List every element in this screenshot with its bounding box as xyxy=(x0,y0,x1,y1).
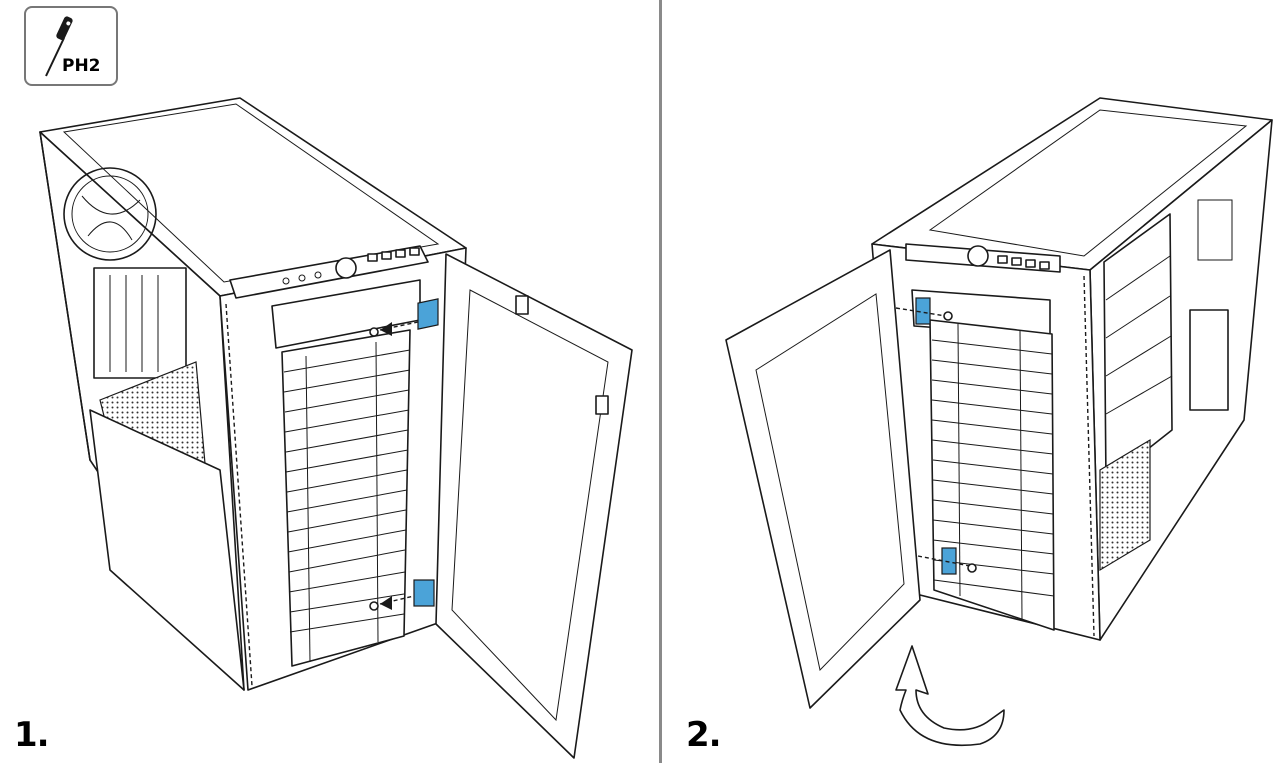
step-1-illustration xyxy=(39,97,633,759)
upper-arrow-icon xyxy=(380,322,392,336)
upper-screw-2 xyxy=(943,311,953,321)
lower-arrow-icon xyxy=(380,596,392,610)
rotate-arrow-icon xyxy=(895,645,1005,747)
tool-label: PH2 xyxy=(62,56,101,76)
lower-hinge-tab xyxy=(413,579,435,607)
upper-hinge-tab-2 xyxy=(915,297,931,325)
louver-lines-2 xyxy=(931,323,1055,621)
lower-hinge-tab-2 xyxy=(941,547,957,575)
front-door xyxy=(435,253,633,759)
power-button xyxy=(335,257,357,279)
tool-badge: PH2 xyxy=(24,6,118,86)
panel-divider xyxy=(659,0,662,763)
step-1-panel: 1. xyxy=(14,97,633,759)
lower-screw xyxy=(369,601,379,611)
step-number-2: 2. xyxy=(686,715,722,755)
louver-lines xyxy=(283,341,411,663)
upper-hinge-tab xyxy=(417,298,439,330)
front-door-2 xyxy=(725,249,921,709)
power-button-2 xyxy=(967,245,989,267)
expansion-slots xyxy=(93,267,187,379)
screwdriver-icon xyxy=(45,16,73,77)
front-io-panel xyxy=(229,245,429,299)
rear-fan xyxy=(63,167,157,261)
front-drive-louvers-2 xyxy=(929,319,1055,631)
step-number-1: 1. xyxy=(14,715,50,755)
psu-mesh-area-2 xyxy=(1099,438,1151,572)
upper-screw xyxy=(369,327,379,337)
lower-screw-2 xyxy=(967,563,977,573)
drive-cages xyxy=(1103,199,1233,483)
